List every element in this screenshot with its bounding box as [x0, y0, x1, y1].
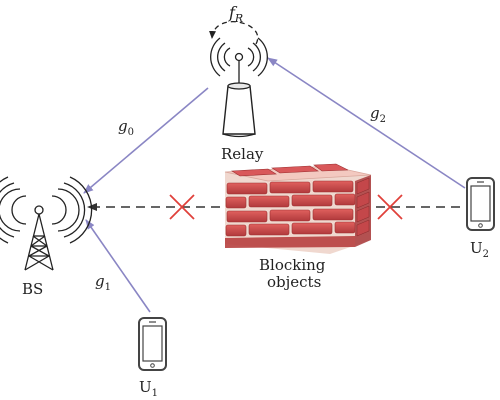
bs-label: BS: [22, 280, 43, 298]
brick-wall-icon: [224, 163, 372, 254]
link-label-g1: g1: [95, 272, 111, 293]
relay-antenna-icon: [210, 37, 268, 138]
blocking-label-line2: objects: [267, 273, 321, 291]
link-label-g0: g0: [118, 117, 134, 138]
smartphone-icon-u2: [466, 177, 495, 231]
u2-label: U2: [470, 239, 489, 260]
relay-loop-label-fr: fR: [228, 3, 243, 25]
blocking-label-line1: Blocking: [259, 256, 326, 274]
base-station-tower-icon: [0, 176, 93, 271]
link-g0-relay-to-bs: [83, 87, 209, 194]
relay-label: Relay: [221, 145, 264, 163]
relay-self-loop-arrow: [209, 21, 259, 45]
link-g2-u2-to-relay: [267, 57, 466, 189]
link-label-g2: g2: [370, 104, 386, 125]
u1-label: U1: [139, 378, 158, 399]
smartphone-icon-u1: [138, 317, 167, 371]
red-cross-icon: [377, 194, 403, 220]
red-cross-icon: [169, 194, 195, 220]
link-g1-u1-to-bs: [85, 219, 151, 313]
